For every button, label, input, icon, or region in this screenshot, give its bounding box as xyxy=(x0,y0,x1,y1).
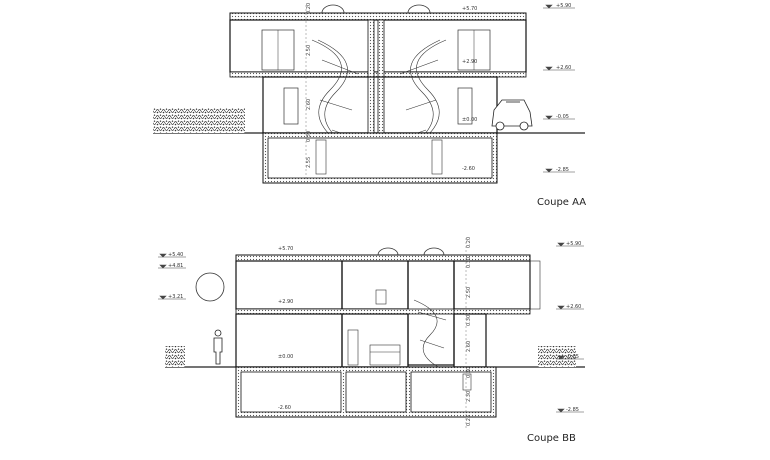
dimension-label: 2.50 xyxy=(306,45,312,56)
level-label: -2.85 xyxy=(556,167,569,173)
level-label: +2.60 xyxy=(566,304,581,310)
level-marks xyxy=(556,242,584,413)
skylight-dome xyxy=(423,247,445,256)
basement-room xyxy=(240,371,342,413)
dimension-label: 2.55 xyxy=(306,157,312,168)
level-label: -0.05 xyxy=(556,114,569,120)
dimension-label: 2.60 xyxy=(306,99,312,110)
basement-room xyxy=(345,371,407,413)
round-window xyxy=(195,272,225,302)
level-label: +2.90 xyxy=(278,299,293,305)
person-icon xyxy=(213,329,223,365)
level-label: +5.90 xyxy=(566,241,581,247)
level-label: +3.21 xyxy=(168,294,183,300)
level-label: +5.70 xyxy=(462,6,477,12)
hedge-left xyxy=(153,108,245,133)
dimension-label: 0.30 xyxy=(466,367,472,378)
car-icon xyxy=(491,99,533,131)
kitchen-furniture xyxy=(347,289,401,366)
level-label: +5.40 xyxy=(168,252,183,258)
door xyxy=(462,373,472,391)
roof-slab xyxy=(235,254,531,262)
level-label: +5.70 xyxy=(278,246,293,252)
window xyxy=(457,87,473,125)
floor-slab xyxy=(453,308,531,315)
dimension-label: 0.30 xyxy=(466,315,472,326)
hedge-right xyxy=(538,346,576,367)
dimension-label: 0.30 xyxy=(306,131,312,142)
dimension-label: 0.20 xyxy=(306,3,312,14)
upper-room xyxy=(341,260,409,310)
level-label: +5.90 xyxy=(556,3,571,9)
window xyxy=(283,87,299,125)
dimension-label: 0.20 xyxy=(466,237,472,248)
level-label: +2.60 xyxy=(556,65,571,71)
level-label: +4.81 xyxy=(168,263,183,269)
basement-room xyxy=(410,371,492,413)
section-aa: +5.90 +2.60 -0.05 -2.85 +5.70 +2.90 ±0.0… xyxy=(153,3,585,184)
door xyxy=(315,139,327,175)
level-label: ±0.00 xyxy=(278,354,293,360)
level-label: +2.90 xyxy=(462,59,477,65)
section-bb: +5.40 +4.81 +3.21 +5.90 +2.60 -0.05 -2.8… xyxy=(158,237,585,428)
level-label: -2.60 xyxy=(462,166,475,172)
dimension-label: 2.30 xyxy=(466,391,472,402)
hedge-left xyxy=(165,346,185,367)
roof-slab xyxy=(229,12,527,21)
section-caption-aa: Coupe AA xyxy=(537,197,587,208)
level-marks xyxy=(543,4,575,173)
level-label: ±0.00 xyxy=(462,117,477,123)
dimension-label: 2.50 xyxy=(466,287,472,298)
door xyxy=(431,139,443,175)
balcony xyxy=(529,260,541,310)
level-marks xyxy=(158,253,186,300)
level-label: -2.60 xyxy=(278,405,291,411)
basement-room xyxy=(267,137,493,179)
level-label: -0.05 xyxy=(566,354,579,360)
skylight-dome xyxy=(407,4,431,14)
dimension-label: 2.60 xyxy=(466,341,472,352)
level-label: -2.85 xyxy=(566,407,579,413)
skylight-dome xyxy=(377,247,399,256)
skylight-dome xyxy=(321,4,345,14)
dimension-label: 0.30 xyxy=(466,257,472,268)
kitchen xyxy=(341,313,409,368)
section-caption-bb: Coupe BB xyxy=(527,433,576,444)
dimension-label: 0.25 xyxy=(466,415,472,426)
